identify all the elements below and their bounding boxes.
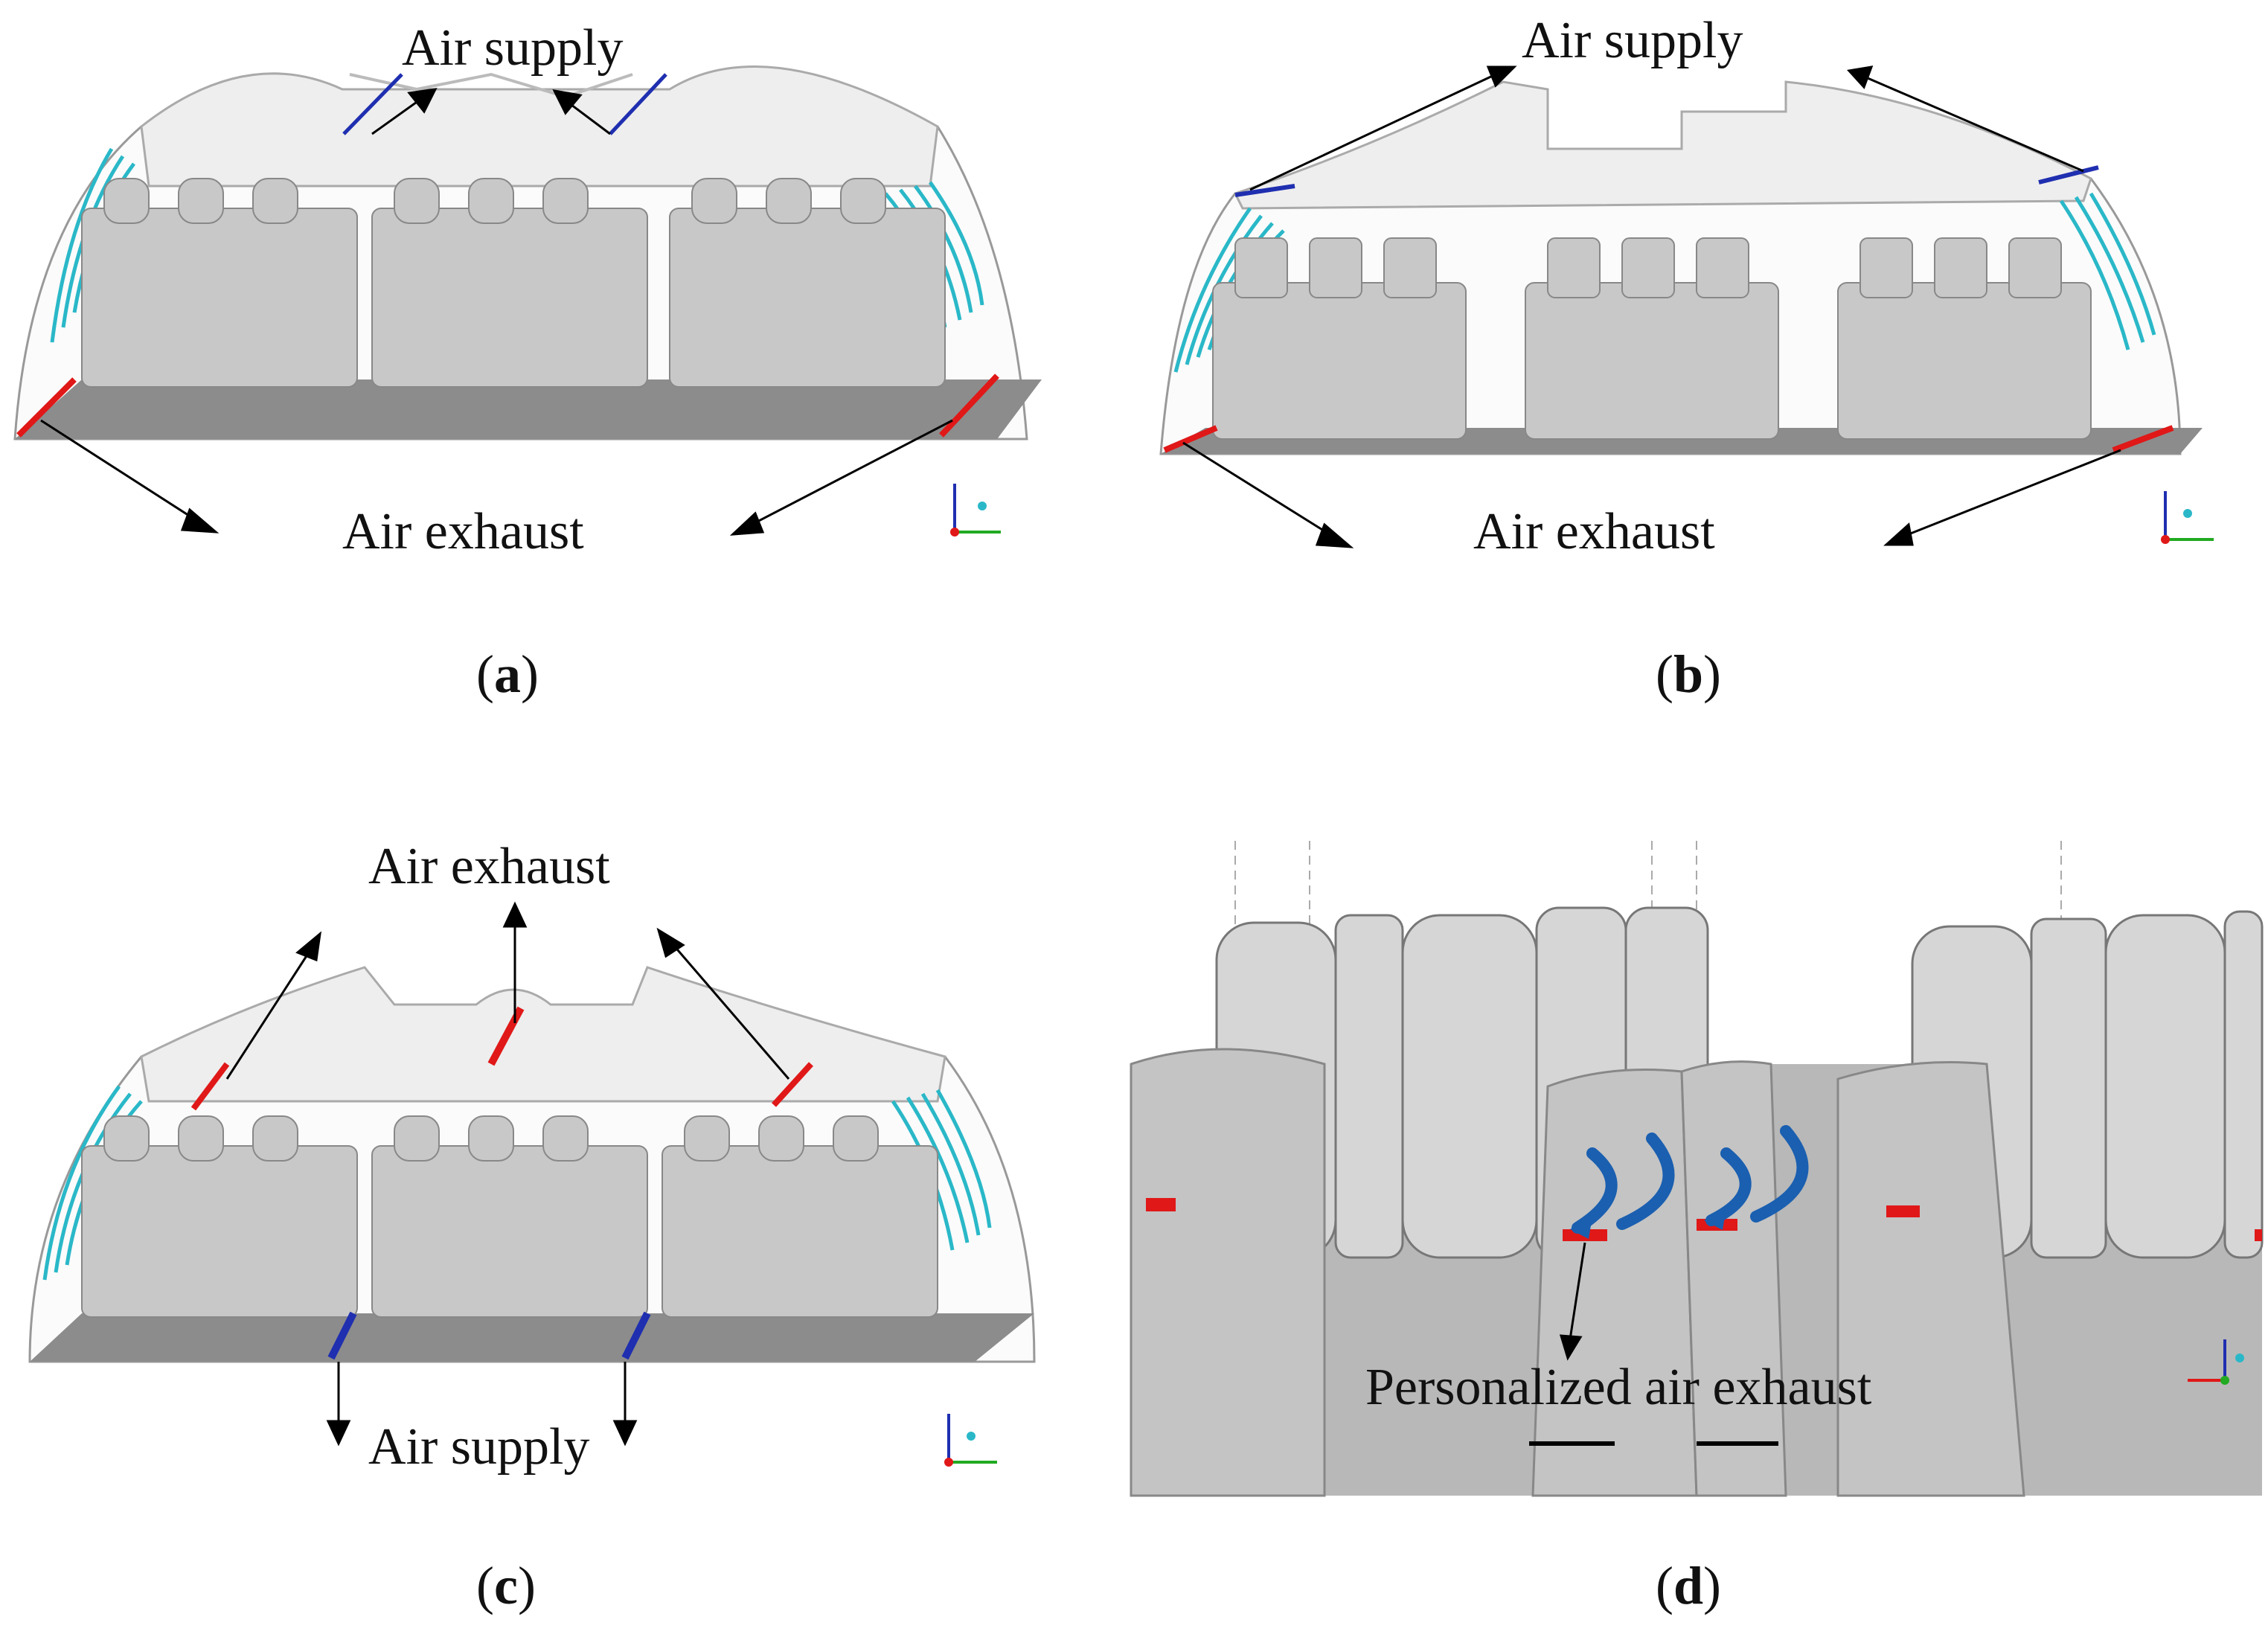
supply-slot-a2 bbox=[609, 73, 667, 135]
caption-letter-c: c bbox=[493, 1556, 518, 1615]
label-air-exhaust-a: Air exhaust bbox=[342, 503, 584, 560]
label-air-exhaust-b: Air exhaust bbox=[1473, 503, 1715, 560]
label-air-supply-b: Air supply bbox=[1522, 12, 1743, 69]
floor-a bbox=[15, 379, 1042, 439]
label-air-supply-c: Air supply bbox=[368, 1418, 590, 1476]
panel-c: Air exhaust Air supply bbox=[0, 819, 1116, 1488]
label-air-exhaust-c: Air exhaust bbox=[368, 838, 610, 895]
axis-triad-b bbox=[2161, 491, 2214, 544]
seat-closeup-diagram-d bbox=[1130, 841, 2264, 1497]
axis-triad-d bbox=[2188, 1339, 2244, 1385]
caption-letter-a: a bbox=[493, 644, 521, 704]
exhaust-slot-b2 bbox=[2112, 425, 2174, 453]
caption-a: (a) bbox=[476, 644, 539, 704]
exhaust-slot-a2 bbox=[939, 374, 999, 438]
cabin-diagram-a bbox=[13, 65, 1042, 536]
manikins-b bbox=[1212, 237, 2092, 440]
label-air-supply-a: Air supply bbox=[402, 19, 624, 77]
cabin-diagram-c bbox=[28, 901, 1036, 1467]
manikins-a bbox=[81, 178, 946, 388]
manikins-c bbox=[81, 1115, 938, 1318]
supply-slot-b1 bbox=[1234, 184, 1295, 197]
exhaust-slot-b1 bbox=[1163, 425, 1218, 453]
nozzle-right-b bbox=[2059, 192, 2156, 350]
exhaust-slot-c3 bbox=[772, 1062, 813, 1107]
cabin-diagram-b bbox=[1159, 65, 2214, 548]
exhaust-slot-c1 bbox=[190, 1062, 230, 1111]
panel-b: Air supply Air exhaust bbox=[1146, 0, 2262, 744]
supply-slot-c1 bbox=[327, 1311, 357, 1360]
caption-letter-d: d bbox=[1673, 1556, 1704, 1615]
caption-b: (b) bbox=[1656, 644, 1722, 704]
caption-d: (d) bbox=[1656, 1556, 1722, 1615]
exhaust-slot-a1 bbox=[16, 377, 77, 438]
panel-d: Personalized air exhaust bbox=[1130, 841, 2264, 1497]
axis-triad-c bbox=[944, 1414, 997, 1467]
axis-triad-a bbox=[950, 484, 1001, 536]
supply-slot-a1 bbox=[342, 73, 403, 135]
caption-c: (c) bbox=[476, 1556, 536, 1615]
caption-letter-b: b bbox=[1673, 644, 1704, 704]
supply-slot-b2 bbox=[2038, 165, 2099, 185]
supply-slot-c2 bbox=[621, 1311, 651, 1360]
panel-a: Air supply Air exhaust bbox=[0, 0, 1116, 744]
floor-c bbox=[30, 1313, 1034, 1362]
label-personalized-air-exhaust-d: Personalized air exhaust bbox=[1365, 1359, 1872, 1416]
